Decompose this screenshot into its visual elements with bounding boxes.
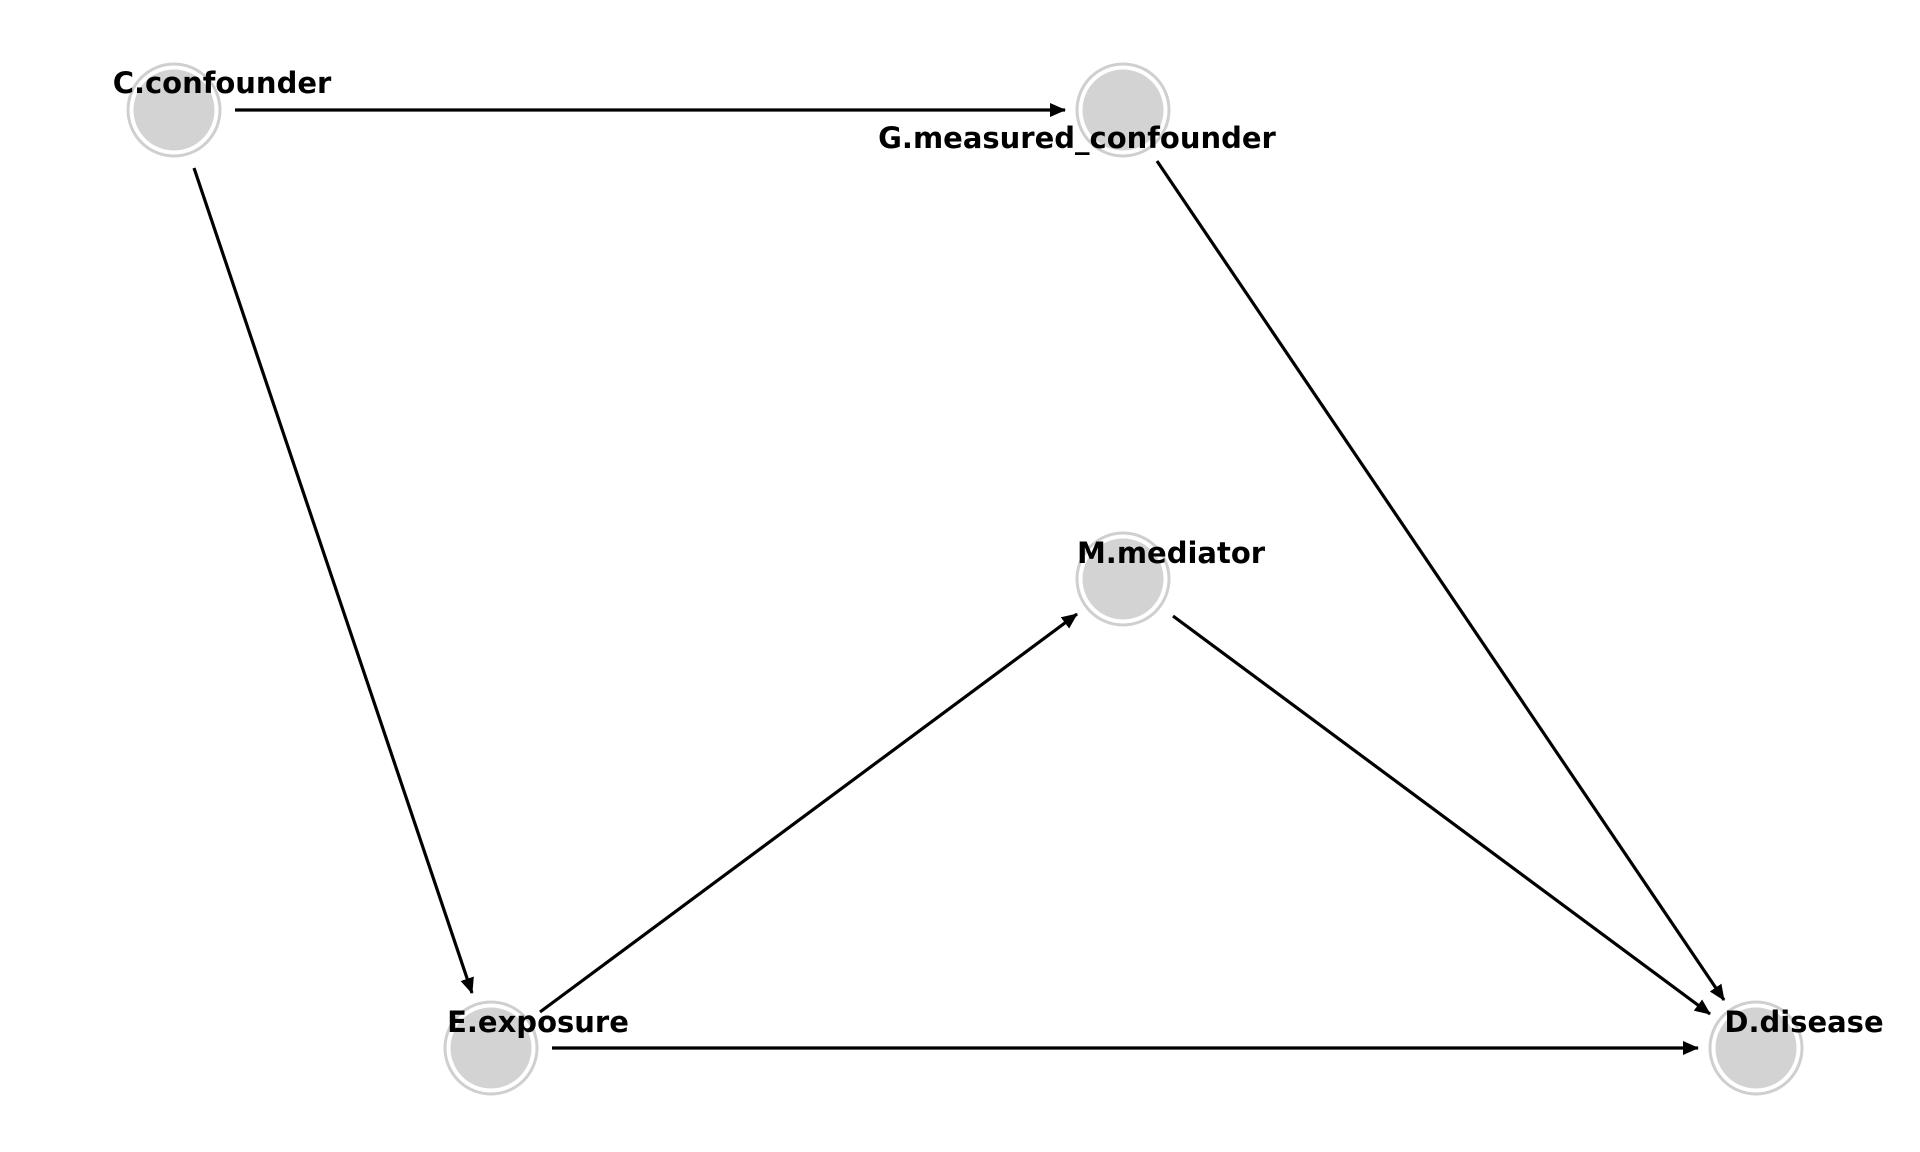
node-label-disease: D.disease: [1724, 1005, 1883, 1039]
node-label-measured-confounder: G.measured_confounder: [878, 121, 1276, 155]
node-exposure: [443, 1000, 539, 1096]
node-label-exposure: E.exposure: [447, 1005, 629, 1039]
node-mediator: [1075, 531, 1171, 627]
edge-exposure-to-mediator: [539, 612, 1078, 1014]
node-measured-confounder: [1075, 62, 1171, 158]
label-layer: C.confounder G.measured_confounder M.med…: [113, 66, 1884, 1039]
node-label-confounder: C.confounder: [113, 66, 332, 100]
node-layer: [126, 62, 1804, 1096]
edge-layer: [192, 103, 1726, 1055]
node-confounder: [126, 62, 222, 158]
node-label-mediator: M.mediator: [1077, 536, 1266, 570]
edge-measured-confounder-to-disease: [1155, 160, 1726, 1001]
edge-mediator-to-disease: [1172, 614, 1711, 1016]
edge-confounder-to-exposure: [192, 167, 474, 994]
node-disease: [1708, 1000, 1804, 1096]
